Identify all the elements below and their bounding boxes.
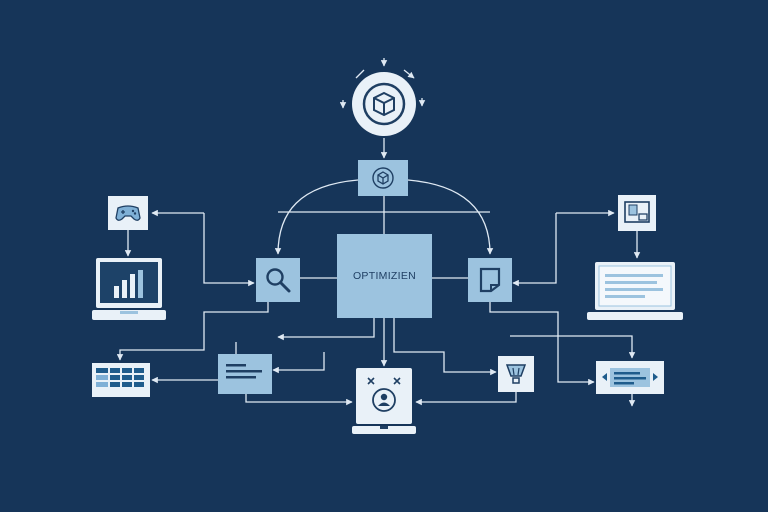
- laptop-chart-icon: [92, 258, 166, 320]
- lamp-icon: [505, 364, 527, 384]
- text-lines-icon: [226, 364, 262, 379]
- slider-panel-node[interactable]: [596, 361, 664, 394]
- search-node[interactable]: [256, 258, 300, 302]
- hub-circle[interactable]: [352, 72, 416, 136]
- laptop-user-node[interactable]: [352, 368, 416, 436]
- cube-icon: [372, 167, 394, 189]
- gamepad-node[interactable]: [108, 196, 148, 230]
- laptop-chart-node[interactable]: [92, 258, 166, 322]
- document-device-node[interactable]: [618, 195, 656, 231]
- optimizer-label: OPTIMIZIEN: [352, 270, 417, 282]
- laptop-document-node[interactable]: [587, 262, 683, 322]
- table-node[interactable]: [92, 363, 150, 397]
- table-icon: [96, 368, 144, 387]
- laptop-user-icon: [352, 368, 416, 434]
- document-device-icon: [624, 201, 650, 223]
- text-lines-node[interactable]: [218, 354, 272, 394]
- lamp-node[interactable]: [498, 356, 534, 392]
- slider-panel-icon: [602, 368, 658, 387]
- document-node[interactable]: [468, 258, 512, 302]
- search-icon: [266, 268, 291, 293]
- optimizer-node[interactable]: OPTIMIZIEN: [337, 234, 432, 318]
- cube-sync-icon: [362, 82, 406, 126]
- gamepad-icon: [115, 205, 141, 221]
- laptop-document-icon: [587, 262, 683, 320]
- cube-node[interactable]: [358, 160, 408, 196]
- document-icon: [479, 267, 501, 293]
